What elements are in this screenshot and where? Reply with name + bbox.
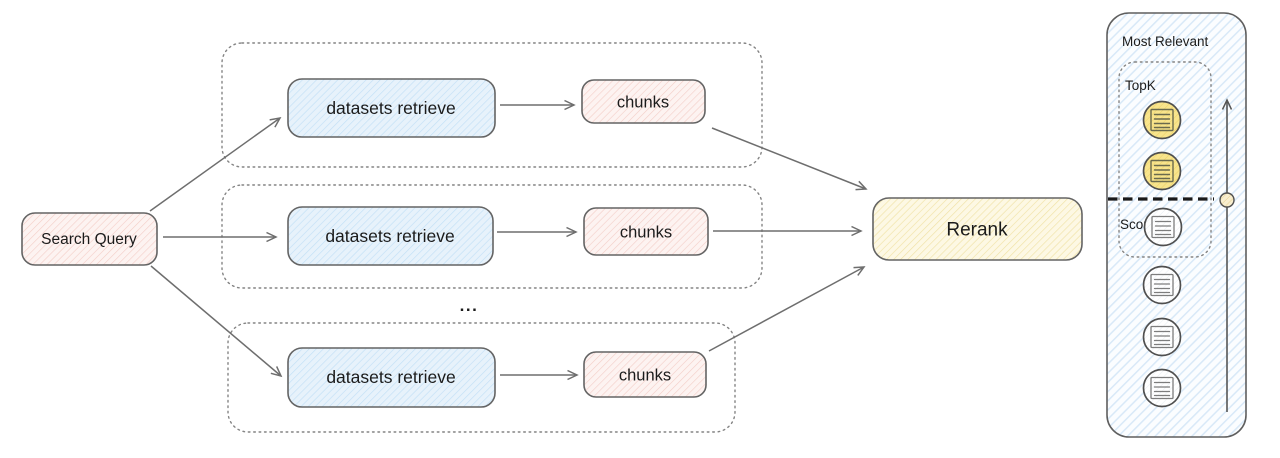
arrow-chunks-3-to-rerank — [708, 266, 866, 352]
document-circle — [1142, 368, 1182, 408]
rerank-label: Rerank — [946, 220, 1008, 241]
document-icon — [1150, 159, 1174, 183]
document-icon — [1150, 325, 1174, 349]
topk-document-2 — [1142, 151, 1182, 191]
document-icon — [1150, 108, 1174, 132]
document-icon — [1150, 376, 1174, 400]
scored-document-2 — [1142, 265, 1182, 305]
search-query-node: Search Query — [21, 212, 158, 266]
arrow-query-to-branch-1 — [149, 116, 282, 212]
chunks-label-1: chunks — [617, 94, 669, 112]
topk-region — [1118, 61, 1212, 258]
document-icon — [1150, 273, 1174, 297]
scored-document-1 — [1143, 207, 1183, 247]
datasets-retrieve-label-1: datasets retrieve — [326, 98, 455, 118]
datasets-retrieve-label-2: datasets retrieve — [325, 226, 454, 246]
chunks-box-3 — [583, 351, 707, 398]
topk-label: TopK — [1125, 78, 1156, 93]
arrow-query-to-branch-3 — [150, 265, 283, 378]
search-query-box — [21, 212, 158, 266]
chunks-label-2: chunks — [620, 224, 672, 242]
branches-ellipsis: ... — [460, 296, 479, 315]
rerank-box — [872, 197, 1083, 261]
retrieval-branch-3: datasets retrieve chunks — [287, 347, 707, 408]
chunks-box-2 — [583, 207, 709, 256]
arrow-chunks-1-to-rerank — [711, 127, 868, 191]
most-relevant-panel: Most Relevant TopK — [1106, 12, 1247, 438]
retrieval-branch-2: datasets retrieve chunks — [287, 206, 709, 266]
score-marker-dot — [1219, 192, 1235, 208]
document-circle — [1142, 100, 1182, 140]
datasets-retrieve-box-3 — [287, 347, 496, 408]
search-query-label: Search Query — [41, 231, 137, 248]
datasets-retrieve-label-3: datasets retrieve — [326, 367, 455, 387]
document-circle — [1142, 151, 1182, 191]
branch-3-container — [227, 322, 736, 433]
topk-document-1 — [1142, 100, 1182, 140]
datasets-retrieve-box-1 — [287, 78, 496, 138]
retrieval-branch-1: datasets retrieve chunks — [287, 78, 706, 138]
rerank-node: Rerank — [872, 197, 1083, 261]
document-circle — [1142, 317, 1182, 357]
datasets-retrieve-box-2 — [287, 206, 494, 266]
branch-1-container — [221, 42, 763, 168]
scored-document-3 — [1142, 317, 1182, 357]
document-icon — [1151, 215, 1175, 239]
document-circle — [1142, 265, 1182, 305]
scored-document-4 — [1142, 368, 1182, 408]
chunks-box-1 — [581, 79, 706, 124]
chunks-label-3: chunks — [619, 367, 671, 385]
document-circle — [1143, 207, 1183, 247]
most-relevant-title: Most Relevant — [1122, 34, 1209, 49]
